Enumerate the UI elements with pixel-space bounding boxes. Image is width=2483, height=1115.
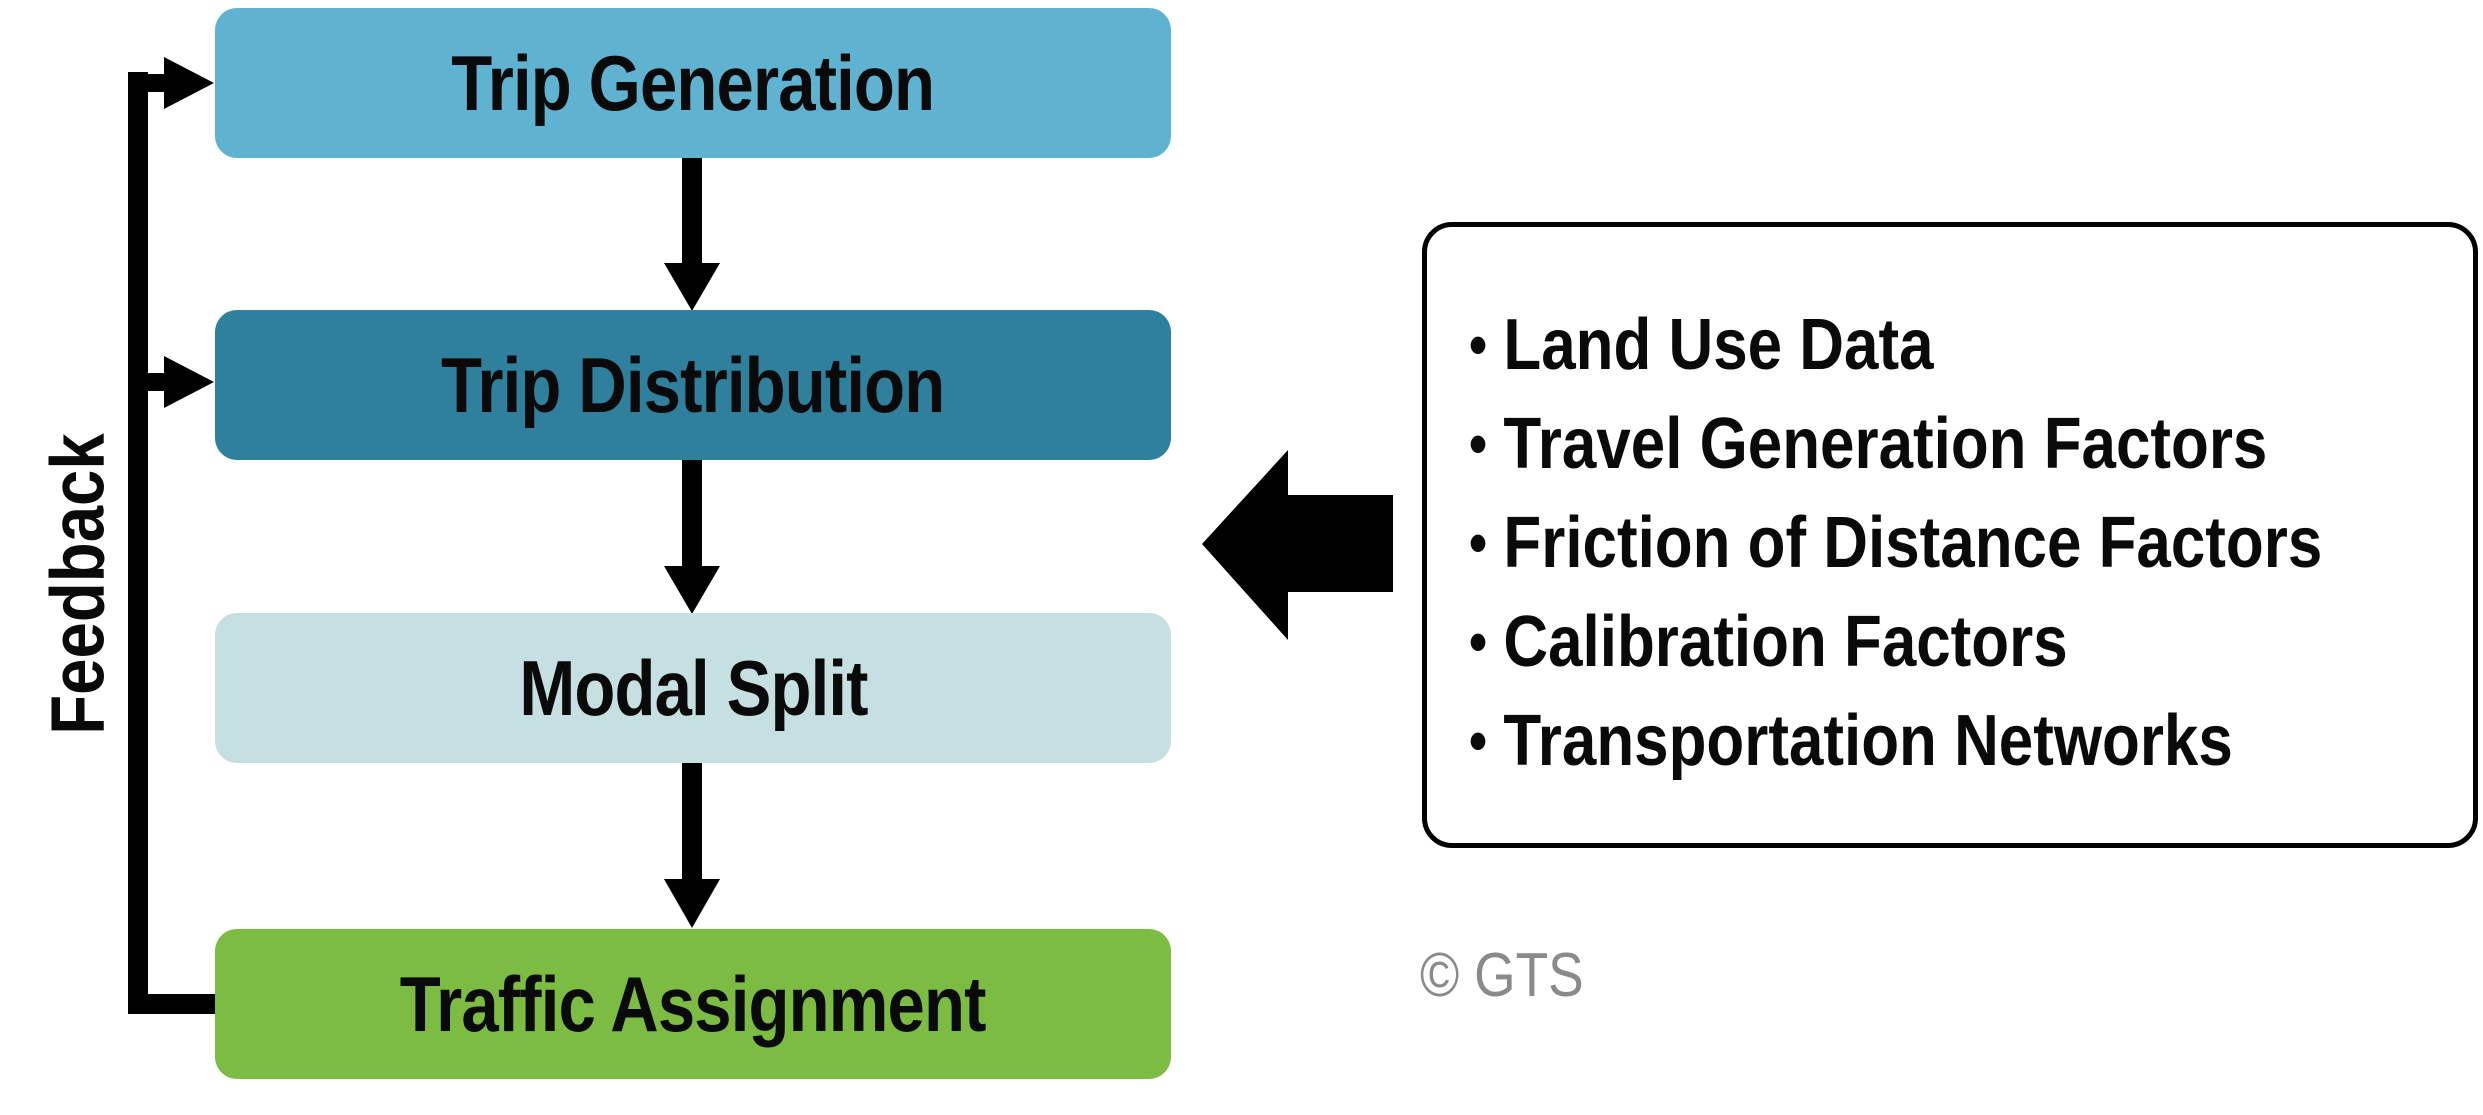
- copyright-notice: © GTS: [1420, 941, 1584, 1010]
- step-modal-split: Modal Split: [215, 613, 1171, 763]
- step-trip-generation: Trip Generation: [215, 8, 1171, 158]
- bullet-icon: •: [1469, 311, 1488, 378]
- input-item-label: Transportation Networks: [1503, 700, 2233, 781]
- input-item-label: Calibration Factors: [1503, 601, 2068, 682]
- feedback-loop-arrow: [128, 57, 218, 1014]
- step-label: Modal Split: [518, 643, 868, 732]
- input-item-calibration-factors: • Calibration Factors: [1469, 592, 2332, 691]
- arrow-modal-split-to-assignment: [664, 763, 720, 928]
- arrow-distribution-to-modal-split: [664, 460, 720, 614]
- bullet-icon: •: [1469, 707, 1488, 774]
- step-label: Traffic Assignment: [400, 959, 987, 1048]
- inputs-list: • Land Use Data • Travel Generation Fact…: [1469, 295, 2473, 790]
- bullet-icon: •: [1469, 608, 1488, 675]
- step-traffic-assignment: Traffic Assignment: [215, 929, 1171, 1079]
- input-item-land-use-data: • Land Use Data: [1469, 295, 2332, 394]
- input-item-label: Travel Generation Factors: [1503, 403, 2268, 484]
- input-item-transportation-networks: • Transportation Networks: [1469, 691, 2332, 790]
- input-item-travel-generation-factors: • Travel Generation Factors: [1469, 394, 2332, 493]
- input-item-label: Friction of Distance Factors: [1503, 502, 2323, 583]
- input-item-friction-of-distance-factors: • Friction of Distance Factors: [1469, 493, 2332, 592]
- step-label: Trip Generation: [451, 38, 936, 127]
- step-trip-distribution: Trip Distribution: [215, 310, 1171, 460]
- input-item-label: Land Use Data: [1503, 304, 1934, 385]
- input-arrow: [1202, 450, 1393, 640]
- bullet-icon: •: [1469, 509, 1488, 576]
- feedback-label: Feedback: [35, 433, 121, 735]
- arrow-generation-to-distribution: [664, 157, 720, 311]
- inputs-panel: • Land Use Data • Travel Generation Fact…: [1422, 222, 2478, 848]
- step-label: Trip Distribution: [441, 340, 945, 429]
- bullet-icon: •: [1469, 410, 1488, 477]
